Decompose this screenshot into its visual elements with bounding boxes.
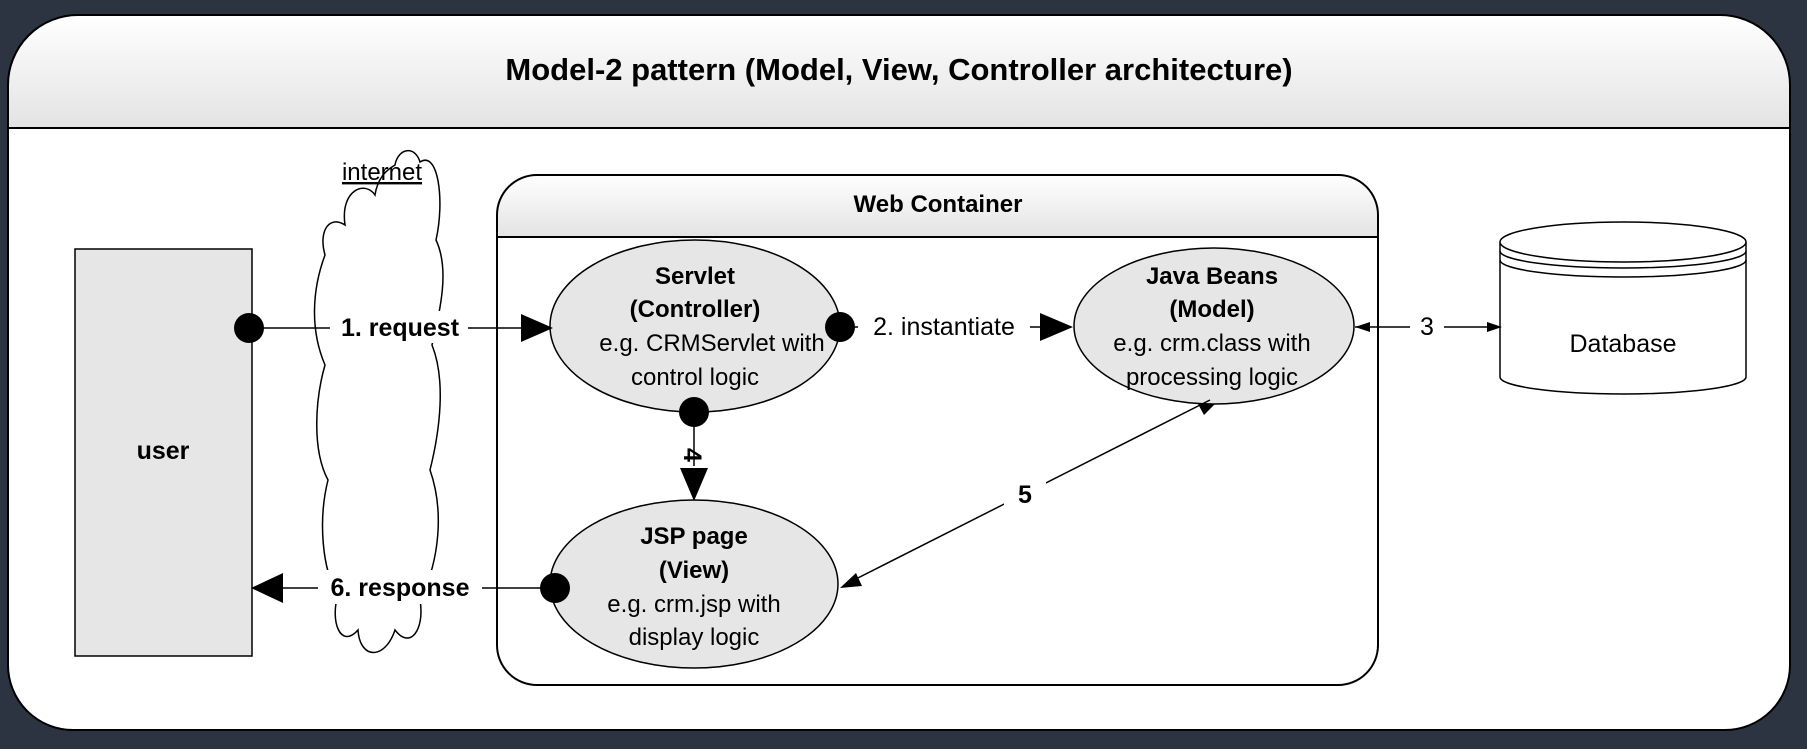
web-container-header xyxy=(496,174,1379,238)
internet-label: internet xyxy=(342,159,422,186)
database-label: Database xyxy=(1569,330,1676,358)
forward-arrowhead xyxy=(680,468,708,501)
user-label: user xyxy=(137,437,190,465)
outer-frame xyxy=(7,14,1791,129)
jsp-role: (View) xyxy=(659,557,729,584)
java-beans-title: Java Beans xyxy=(1146,263,1278,290)
internet-cloud xyxy=(313,150,444,654)
forward-origin-dot xyxy=(679,397,709,427)
database-icon xyxy=(1499,221,1747,395)
instantiate-arrowhead xyxy=(1040,313,1073,341)
jsp-title: JSP page xyxy=(640,523,748,550)
forward-label: 4 xyxy=(678,448,706,462)
response-label: 6. response xyxy=(331,574,470,602)
arrowheads xyxy=(234,312,1502,603)
request-arrowhead xyxy=(521,314,553,342)
java-beans-role: (Model) xyxy=(1169,296,1254,323)
response-origin-dot xyxy=(540,573,570,603)
servlet-example: e.g. CRMServlet with xyxy=(599,330,824,357)
model-view-label: 5 xyxy=(1018,481,1032,509)
access-arrowhead-model xyxy=(1198,404,1215,415)
servlet-logic: control logic xyxy=(631,364,759,391)
instantiate-origin-dot xyxy=(825,312,855,342)
user-box xyxy=(74,248,253,657)
java-beans-logic: processing logic xyxy=(1126,364,1298,391)
java-beans-example: e.g. crm.class with xyxy=(1113,330,1310,357)
web-container-label: Web Container xyxy=(854,191,1023,218)
jsp-logic: display logic xyxy=(629,624,760,651)
diagram-title: Model-2 pattern (Model, View, Controller… xyxy=(505,52,1292,87)
jsp-example: e.g. crm.jsp with xyxy=(607,591,780,618)
response-arrowhead xyxy=(251,573,283,603)
request-label: 1. request xyxy=(341,314,460,342)
servlet-title: Servlet xyxy=(655,263,735,290)
db-arrowhead-left xyxy=(1355,322,1370,332)
servlet-role: (Controller) xyxy=(630,296,761,323)
instantiate-label: 2. instantiate xyxy=(873,313,1015,341)
request-origin-dot xyxy=(234,313,264,343)
db-arrowhead-right xyxy=(1487,322,1502,332)
database-access-label: 3 xyxy=(1420,313,1434,341)
access-arrowhead-view xyxy=(840,573,862,588)
